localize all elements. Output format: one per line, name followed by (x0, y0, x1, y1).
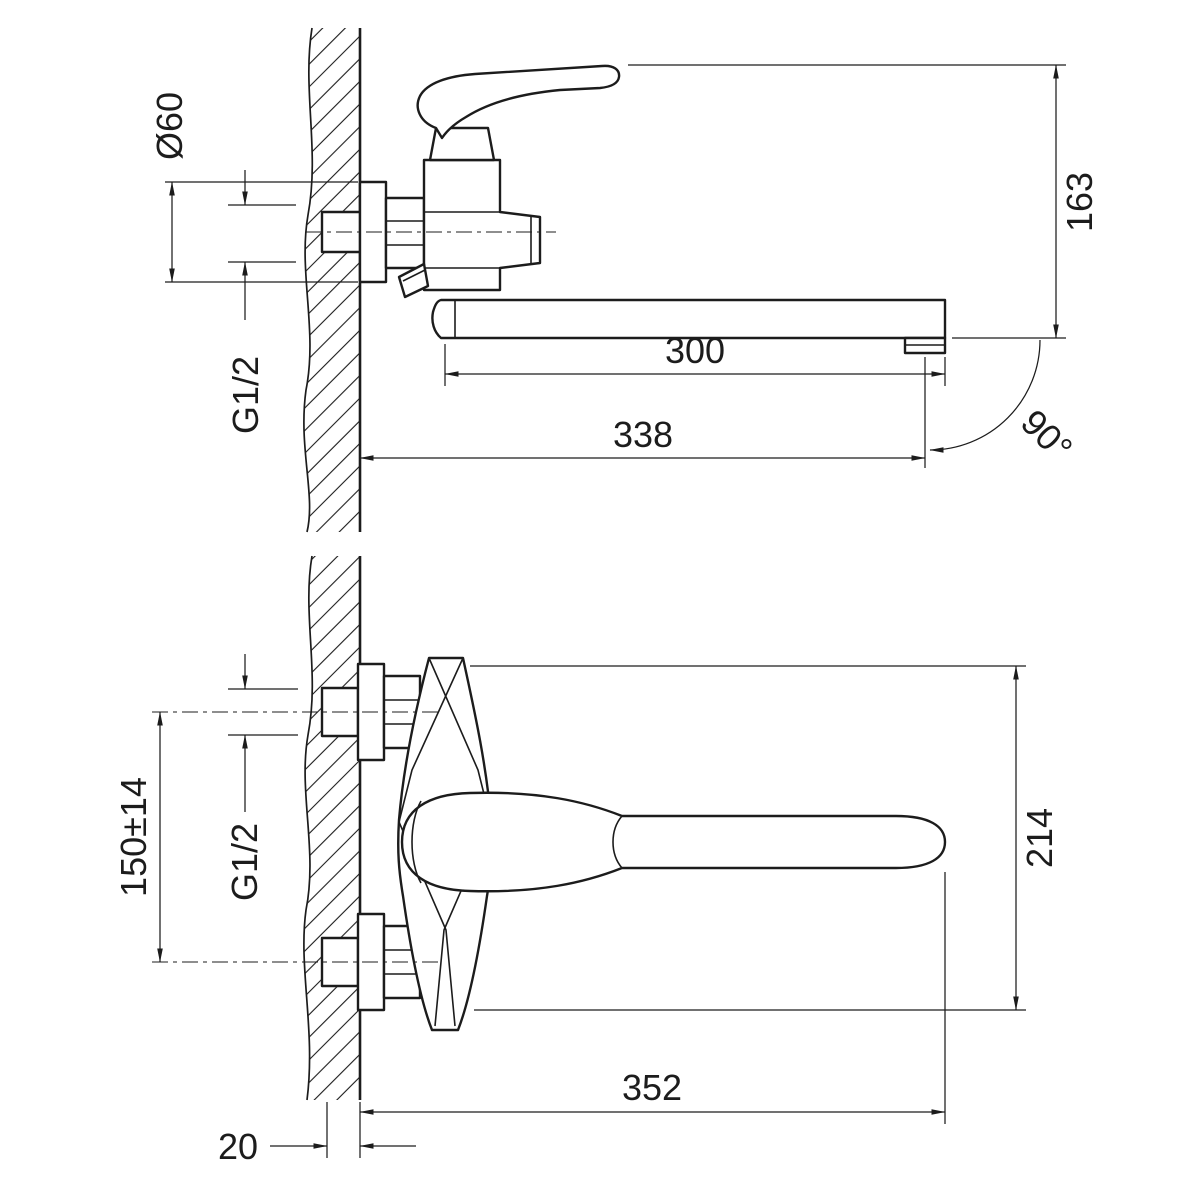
wall-section-front (303, 555, 362, 1101)
lever-handle-side (416, 64, 621, 140)
front-view: 150±14 G1/2 214 352 (113, 555, 1060, 1167)
diverter-seam (402, 269, 426, 282)
wall-hatch-side (303, 28, 360, 532)
body-facet-b (398, 657, 464, 823)
dim-body-height: 214 (470, 665, 1060, 1011)
dim-label-300: 300 (665, 330, 725, 371)
wall-break-edge-side (303, 27, 314, 533)
wall-section-side (303, 27, 362, 533)
valve-body-side (422, 158, 542, 292)
dim-total-depth: 338 (359, 357, 926, 468)
mounting-nut-side (384, 196, 426, 270)
faucet-front (356, 656, 947, 1032)
handle-joint-curve (612, 815, 623, 869)
side-view: Ø60 G1/2 300 338 (149, 27, 1100, 533)
dim-label-thread-side: G1/2 (225, 356, 266, 434)
dim-wall-depth: 20 (218, 1102, 416, 1167)
dim-connection-spacing: 150±14 (113, 711, 163, 963)
dim-thread-front: G1/2 (224, 654, 298, 901)
dim-height-163: 163 (628, 64, 1100, 339)
dim-label-dia60: Ø60 (149, 92, 190, 160)
wall-break-edge-front (303, 555, 314, 1101)
handle-base-curve (411, 800, 422, 884)
dim-thread-side: G1/2 (225, 170, 296, 434)
wall-hatch-front (303, 556, 360, 1100)
dim-label-352: 352 (622, 1067, 682, 1108)
dim-label-163: 163 (1059, 172, 1100, 232)
lever-handle-front (400, 791, 947, 893)
dim-label-214: 214 (1019, 808, 1060, 868)
dim-label-150: 150±14 (113, 777, 154, 897)
cartridge-dome-side (428, 126, 496, 162)
dim-swivel-angle: 90° (929, 339, 1081, 469)
dim-spout-length: 300 (444, 330, 946, 386)
spout-side (431, 298, 947, 340)
dim-label-thread-front: G1/2 (224, 823, 265, 901)
dim-label-338: 338 (613, 414, 673, 455)
dimensions-front: 150±14 G1/2 214 352 (113, 654, 1060, 1167)
faucet-side (358, 64, 947, 355)
dim-label-20: 20 (218, 1126, 258, 1167)
dim-escutcheon-diameter: Ø60 (149, 92, 358, 283)
dim-total-width: 352 (359, 872, 946, 1124)
dimensions-side: Ø60 G1/2 300 338 (149, 64, 1100, 469)
dim-label-90deg: 90° (1013, 401, 1080, 468)
